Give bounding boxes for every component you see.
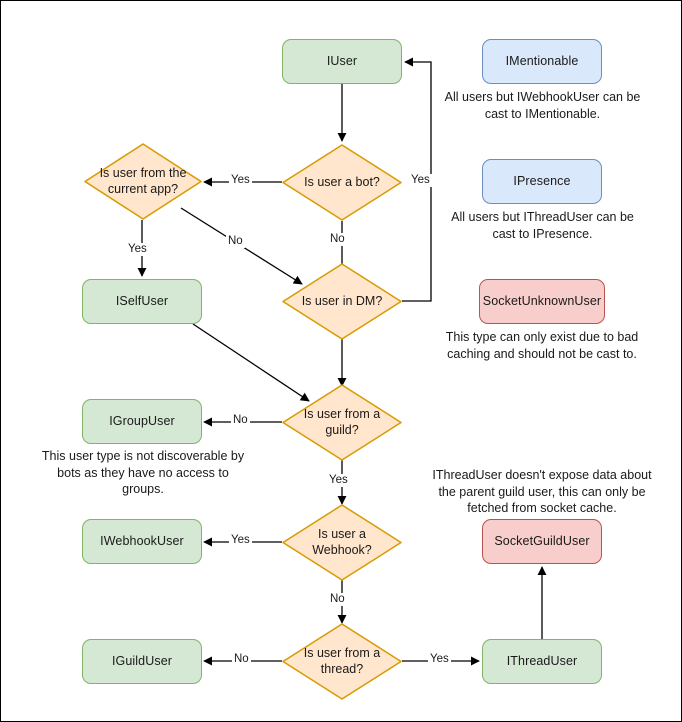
diamond-shape-is-webhook: [282, 504, 402, 581]
edge-label-webhook-yes: Yes: [229, 534, 252, 547]
node-socket-guild-user-label: SocketGuildUser: [494, 533, 590, 548]
decision-is-webhook[interactable]: Is user a Webhook?: [282, 504, 402, 581]
note-imentionable: All users but IWebhookUser can be cast t…: [444, 90, 641, 121]
edge-label-currentapp-no: No: [226, 235, 245, 248]
edge-label-thread-no: No: [232, 653, 251, 666]
diamond-shape-is-thread: [282, 623, 402, 700]
node-ithread-user[interactable]: IThreadUser: [482, 639, 602, 684]
decision-is-current-app-label: Is user from the current app?: [99, 165, 187, 196]
decision-is-thread[interactable]: Is user from a thread?: [282, 623, 402, 700]
node-socket-unknown-user[interactable]: SocketUnknownUser: [479, 279, 605, 324]
note-ipresence: All users but IThreadUser can be cast to…: [451, 210, 634, 241]
note-igroup-user: This user type is not discoverable by bo…: [41, 449, 245, 496]
node-iwebhook-user[interactable]: IWebhookUser: [82, 519, 202, 564]
diamond-shape-is-bot: [282, 144, 402, 221]
node-socket-guild-user[interactable]: SocketGuildUser: [482, 519, 602, 564]
node-ithread-user-label: IThreadUser: [506, 653, 578, 668]
edge-label-webhook-no: No: [328, 593, 347, 606]
node-igroup-user-label: IGroupUser: [109, 413, 175, 428]
edge-label-guild-no: No: [231, 414, 250, 427]
node-imentionable[interactable]: IMentionable: [482, 39, 602, 84]
decision-is-dm[interactable]: Is user in DM?: [282, 263, 402, 340]
decision-is-current-app[interactable]: Is user from the current app?: [84, 143, 202, 220]
node-iwebhook-user-label: IWebhookUser: [100, 533, 184, 548]
edge-label-dm-yes: Yes: [409, 174, 432, 187]
node-imentionable-label: IMentionable: [505, 53, 579, 68]
node-iuser[interactable]: IUser: [282, 39, 402, 84]
node-ipresence[interactable]: IPresence: [482, 159, 602, 204]
edge-label-bot-no: No: [328, 233, 347, 246]
edge-label-thread-yes: Yes: [428, 653, 451, 666]
node-ipresence-label: IPresence: [513, 173, 571, 188]
edge-label-currentapp-yes: Yes: [126, 243, 149, 256]
edge-label-guild-yes: Yes: [327, 474, 350, 487]
diamond-shape-is-current-app: [84, 143, 202, 220]
node-iguild-user-label: IGuildUser: [111, 653, 173, 668]
decision-is-bot-label: Is user a bot?: [304, 174, 380, 189]
edge-label-bot-yes: Yes: [229, 174, 252, 187]
decision-is-bot[interactable]: Is user a bot?: [282, 144, 402, 221]
diamond-shape-is-guild: [282, 384, 402, 461]
decision-is-guild-label: Is user from a guild?: [303, 406, 381, 437]
node-igroup-user[interactable]: IGroupUser: [82, 399, 202, 444]
decision-is-thread-label: Is user from a thread?: [303, 645, 381, 676]
note-socket-unknown-user: This type can only exist due to bad cach…: [445, 330, 639, 361]
node-socket-unknown-user-label: SocketUnknownUser: [482, 293, 602, 308]
node-iuser-label: IUser: [326, 53, 358, 68]
decision-is-dm-label: Is user in DM?: [301, 293, 383, 308]
node-iself-user-label: ISelfUser: [115, 293, 169, 308]
note-socket-guild-user: IThreadUser doesn't expose data about th…: [432, 468, 652, 515]
diamond-shape-is-dm: [282, 263, 402, 340]
decision-is-webhook-label: Is user a Webhook?: [312, 526, 372, 557]
node-iguild-user[interactable]: IGuildUser: [82, 639, 202, 684]
decision-is-guild[interactable]: Is user from a guild?: [282, 384, 402, 461]
node-iself-user[interactable]: ISelfUser: [82, 279, 202, 324]
